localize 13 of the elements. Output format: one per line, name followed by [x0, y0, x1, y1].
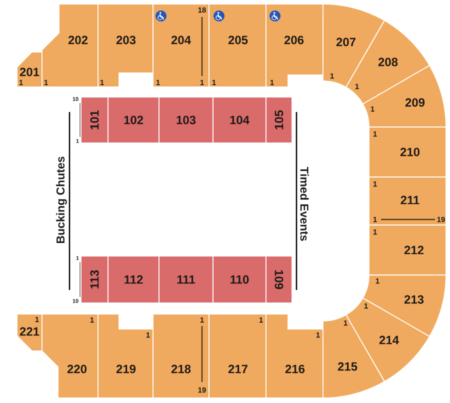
floor-section: 102	[108, 96, 160, 144]
node-label: 215	[338, 362, 358, 371]
floor-section: 105	[266, 96, 292, 144]
area-label: Timed Events	[300, 166, 309, 241]
node-label: 213	[404, 295, 424, 304]
floor-section: 113	[80, 256, 108, 304]
floor-section: 103	[158, 96, 214, 144]
floor-section: 111	[158, 256, 214, 304]
floor-section: 112	[108, 256, 160, 304]
node-label: 209	[405, 98, 425, 107]
floor-section: 109	[266, 256, 292, 304]
floor-section: 101	[80, 96, 108, 144]
area-label: Bucking Chutes	[56, 156, 67, 243]
